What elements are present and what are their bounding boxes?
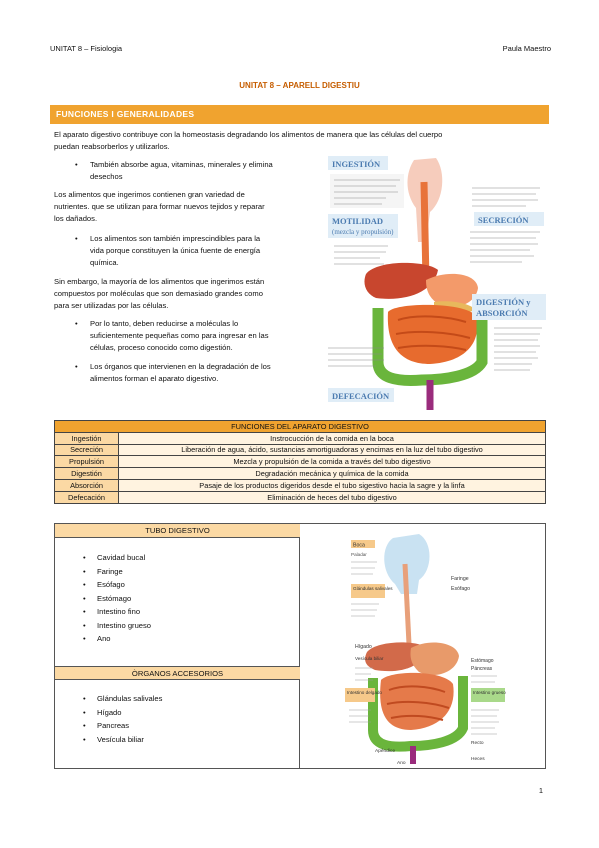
label-faringe: Faringe: [451, 576, 469, 582]
list-item: Cavidad bucal: [83, 551, 151, 565]
bullet-1-cont: desechos: [90, 172, 123, 181]
label-intestino-delgado: Intestino delgado: [347, 690, 382, 695]
para-3-line-3: para ser utilizadas por las células.: [54, 301, 169, 310]
tubo-list: Cavidad bucal Faringe Esófago Estómago I…: [83, 551, 151, 646]
list-item: Esófago: [83, 578, 151, 592]
label-pancreas: Páncreas: [471, 666, 493, 672]
bullet-2-cont-1: vida porque constituyen la única fuente …: [90, 246, 261, 255]
bullet-2: Los alimentos son también imprescindible…: [75, 233, 260, 245]
para-2-line-3: los dañados.: [54, 214, 98, 223]
tubo-list-panel: TUBO DIGESTIVO Cavidad bucal Faringe Esó…: [55, 524, 300, 768]
para-3-line-2: compuestos por moléculas que son demasia…: [54, 289, 263, 298]
bullet-4: Los órganos que intervienen en la degrad…: [75, 361, 271, 373]
section-heading: FUNCIONES I GENERALIDADES: [50, 105, 549, 124]
page-number: 1: [538, 786, 543, 795]
accesorios-heading: ÒRGANOS ACCESORIOS: [55, 666, 300, 680]
label-glandulas: Glándulas salivales: [353, 586, 393, 591]
label-defecacion: DEFECACIÓN: [332, 391, 390, 401]
functions-table: FUNCIONES DEL APARATO DIGESTIVO Ingestió…: [54, 420, 546, 504]
table-key: Absorción: [54, 478, 119, 492]
list-item: Intestino fino: [83, 605, 151, 619]
page-title: UNITAT 8 – APARELL DIGESTIU: [239, 81, 360, 90]
label-ano: Ano: [397, 760, 406, 766]
functions-table-heading: FUNCIONES DEL APARATO DIGESTIVO: [54, 420, 546, 433]
digestive-organs-svg: Boca Paladar Glándulas salivales Faringe…: [345, 534, 506, 766]
table-key: Secreción: [54, 443, 119, 457]
list-item: Glándulas salivales: [83, 692, 163, 706]
tubo-heading: TUBO DIGESTIVO: [55, 524, 300, 538]
list-item: Estómago: [83, 592, 151, 606]
label-paladar: Paladar: [351, 552, 367, 557]
intro-line-1: El aparato digestivo contribuye con la h…: [54, 130, 443, 139]
tubo-digestivo-box: TUBO DIGESTIVO Cavidad bucal Faringe Esó…: [54, 523, 546, 769]
bullet-1: También absorbe agua, vitaminas, mineral…: [75, 159, 273, 171]
intro-line-2: puedan reabsorberlos y utilizarlos.: [54, 142, 170, 151]
label-recto: Recto: [471, 740, 484, 746]
accesorios-list: Glándulas salivales Hígado Pancreas Vesí…: [83, 692, 163, 747]
list-item: Pancreas: [83, 719, 162, 733]
table-value: Eliminación de heces del tubo digestivo: [118, 490, 546, 504]
digestive-process-figure: INGESTIÓN MOTILIDAD (mezcla y propulsión…: [326, 152, 548, 414]
table-value: Degradación mecánica y química de la com…: [118, 467, 546, 480]
label-motilidad-sub: (mezcla y propulsión): [332, 228, 394, 236]
para-2-line-1: Los alimentos que ingerimos contienen gr…: [54, 190, 245, 199]
bullet-4-cont: alimentos forman el aparato digestivo.: [90, 374, 219, 383]
label-motilidad: MOTILIDAD: [332, 216, 383, 226]
header-right: Paula Maestro: [502, 44, 551, 53]
digestive-organs-figure: Boca Paladar Glándulas salivales Faringe…: [301, 524, 545, 768]
list-item: Faringe: [83, 565, 151, 579]
label-boca: Boca: [353, 543, 365, 549]
label-ingestion: INGESTIÓN: [332, 159, 381, 169]
table-value: Mezcla y propulsión de la comida a travé…: [118, 455, 546, 469]
label-digestion: DIGESTIÓN y: [476, 297, 531, 307]
label-vesicula: Vesícula biliar: [355, 656, 384, 661]
table-key: Propulsión: [54, 455, 119, 469]
table-value: Liberación de agua, ácido, sustancias am…: [118, 443, 546, 457]
para-3-line-1: Sin embargo, la mayoría de los alimentos…: [54, 277, 265, 286]
list-item: Vesícula biliar: [83, 733, 162, 747]
para-2-line-2: nutrientes. que se utilizan para formar …: [54, 202, 265, 211]
label-absorcion: ABSORCIÓN: [476, 308, 528, 318]
label-secrecion: SECRECIÓN: [478, 215, 529, 225]
label-intestino-grueso: Intestino grueso: [473, 690, 506, 695]
bullet-3-cont-2: células, proceso conocido como digestión…: [90, 343, 233, 352]
table-value: Instrocucción de la comida en la boca: [118, 431, 546, 445]
digestive-process-svg: INGESTIÓN MOTILIDAD (mezcla y propulsión…: [328, 156, 546, 410]
bullet-3-cont-1: suficientemente pequeñas como para ingre…: [90, 331, 269, 340]
bullet-2-cont-2: química.: [90, 258, 119, 267]
list-item: Ano: [83, 632, 151, 646]
bullet-3: Por lo tanto, deben reducirse a molécula…: [75, 318, 238, 330]
list-item: Intestino grueso: [83, 619, 151, 633]
label-esofago: Esófago: [451, 586, 470, 592]
table-key: Ingestión: [54, 431, 119, 445]
label-heces: Heces: [471, 756, 485, 762]
label-apendice: Apéndice: [375, 748, 395, 754]
table-key: Digestión: [54, 467, 119, 480]
label-higado: Hígado: [355, 644, 372, 650]
table-key: Defecación: [54, 490, 119, 504]
table-value: Pasaje de los productos digeridos desde …: [118, 478, 546, 492]
label-estomago: Estómago: [471, 658, 494, 664]
header-left: UNITAT 8 – Fisiologia: [50, 44, 123, 53]
list-item: Hígado: [83, 706, 162, 720]
